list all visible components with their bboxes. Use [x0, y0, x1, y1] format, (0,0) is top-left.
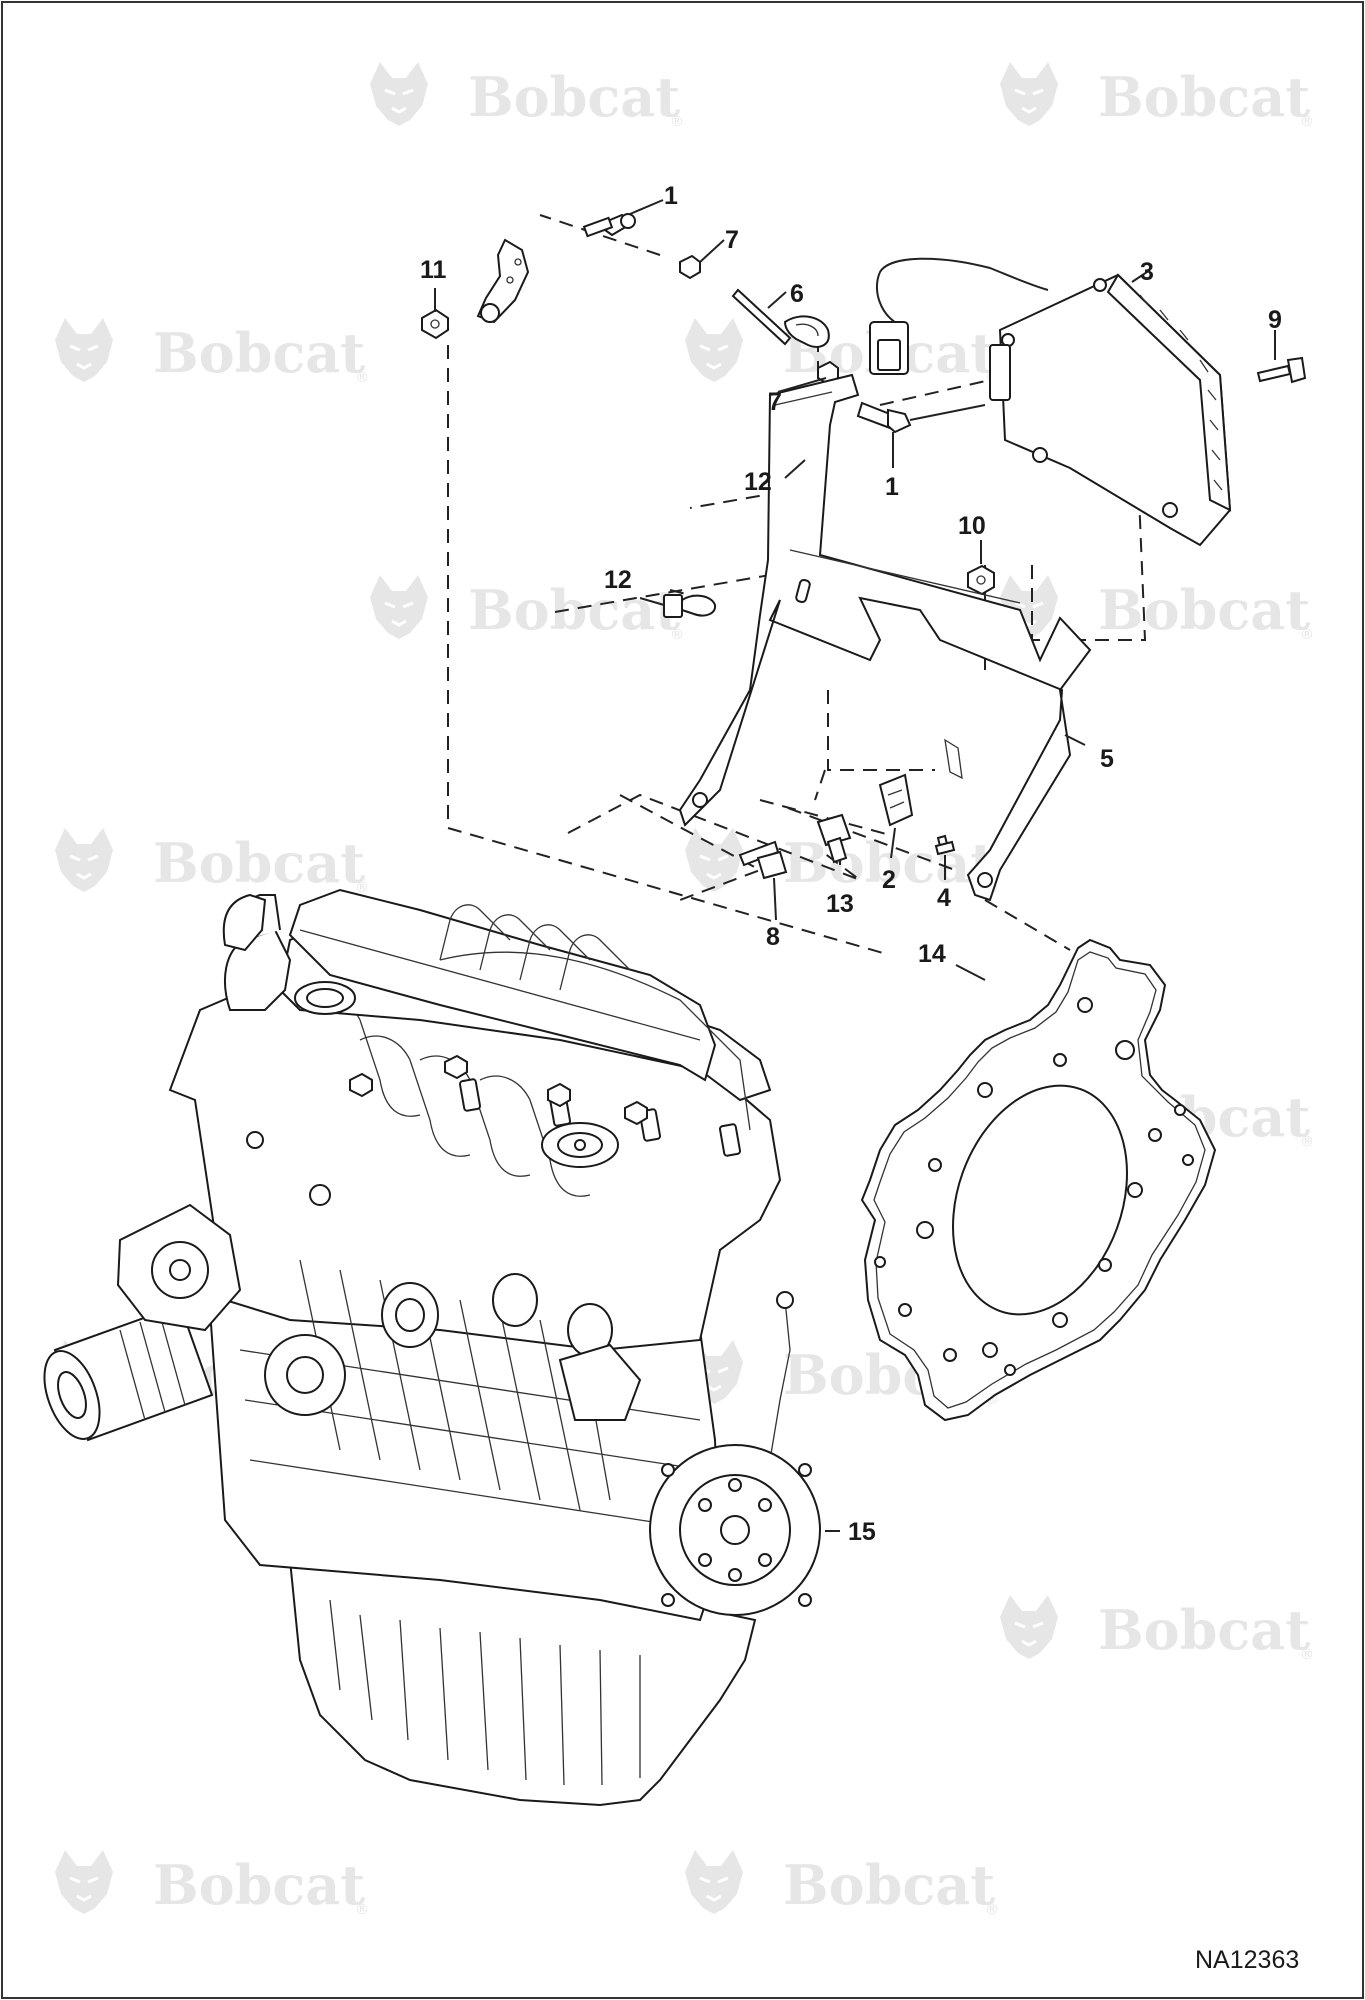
- part-10-nut: [967, 564, 995, 596]
- svg-text:®: ®: [670, 627, 684, 643]
- part-1-fitting-upper: [582, 213, 636, 238]
- svg-text:®: ®: [355, 880, 369, 896]
- svg-text:®: ®: [355, 370, 369, 386]
- callout-11: 11: [420, 256, 447, 284]
- svg-text:Bobcat: Bobcat: [468, 578, 680, 642]
- svg-text:®: ®: [1300, 1134, 1314, 1150]
- callout-4: 4: [937, 884, 951, 912]
- leader-lines: [434, 199, 1276, 1532]
- part-3-controller: [869, 257, 1232, 547]
- watermark: Bobcat®: [53, 1848, 369, 1918]
- callout-2: 2: [882, 866, 896, 894]
- figure-id: NA12363: [1195, 1946, 1299, 1974]
- part-2-clip: [878, 773, 914, 827]
- watermark: Bobcat®: [683, 316, 999, 386]
- callout-14: 14: [918, 940, 946, 968]
- part-5-bracket: [678, 373, 1092, 902]
- part-13-bolt: [816, 813, 852, 864]
- callout-12: 12: [604, 566, 632, 594]
- part-12-clip-side: [663, 594, 717, 618]
- watermark: Bobcat®: [998, 60, 1314, 130]
- part-1-fitting-lower: [856, 401, 986, 434]
- watermark: Bobcat®: [998, 573, 1314, 643]
- svg-text:®: ®: [1300, 627, 1314, 643]
- callout-12: 12: [744, 468, 772, 496]
- svg-text:Bobcat: Bobcat: [1098, 1598, 1310, 1662]
- callout-6: 6: [790, 280, 804, 308]
- part-9-bolt: [1256, 356, 1307, 384]
- callout-8: 8: [766, 923, 780, 951]
- svg-text:Bobcat: Bobcat: [783, 831, 995, 895]
- watermark: Bobcat®: [368, 60, 684, 130]
- callout-1: 1: [664, 182, 678, 210]
- watermark: Bobcat®: [683, 1848, 999, 1918]
- callout-3: 3: [1140, 258, 1154, 286]
- engine-assembly: [43, 888, 821, 1807]
- part-8-bolt: [738, 840, 788, 880]
- part-4-screw: [934, 834, 956, 856]
- svg-text:®: ®: [670, 114, 684, 130]
- svg-text:Bobcat: Bobcat: [153, 321, 365, 385]
- svg-text:Bobcat: Bobcat: [783, 1853, 995, 1917]
- part-11-nut-and-link: [421, 238, 530, 340]
- watermark: Bobcat®: [53, 826, 369, 896]
- callout-13: 13: [826, 890, 854, 918]
- callout-5: 5: [1100, 745, 1114, 773]
- assembly-lines: [447, 214, 1147, 956]
- svg-text:®: ®: [985, 1902, 999, 1918]
- part-7-nut-upper: [679, 254, 701, 280]
- part-6-rod: [731, 288, 792, 346]
- svg-text:Bobcat: Bobcat: [1098, 578, 1310, 642]
- callout-7: 7: [768, 388, 782, 416]
- svg-text:Bobcat: Bobcat: [153, 1853, 365, 1917]
- svg-text:Bobcat: Bobcat: [1098, 65, 1310, 129]
- svg-text:®: ®: [1300, 114, 1314, 130]
- part-14-plate: [860, 938, 1217, 1422]
- svg-text:®: ®: [355, 1902, 369, 1918]
- callout-labels: 1 7 6 7 1 11 3 9 12 10 12 5 2 4 13 8 14 …: [420, 182, 1282, 1546]
- watermark: Bobcat®: [998, 1593, 1314, 1663]
- svg-text:®: ®: [1300, 1647, 1314, 1663]
- svg-text:Bobcat: Bobcat: [153, 831, 365, 895]
- callout-1: 1: [885, 473, 899, 501]
- callout-10: 10: [958, 512, 986, 540]
- part-12-clip-upper: [783, 315, 830, 348]
- watermark: Bobcat®: [368, 573, 684, 643]
- callout-9: 9: [1268, 306, 1282, 334]
- callout-15: 15: [848, 1518, 876, 1546]
- callout-7: 7: [725, 226, 739, 254]
- watermark: Bobcat®: [53, 316, 369, 386]
- svg-text:Bobcat: Bobcat: [468, 65, 680, 129]
